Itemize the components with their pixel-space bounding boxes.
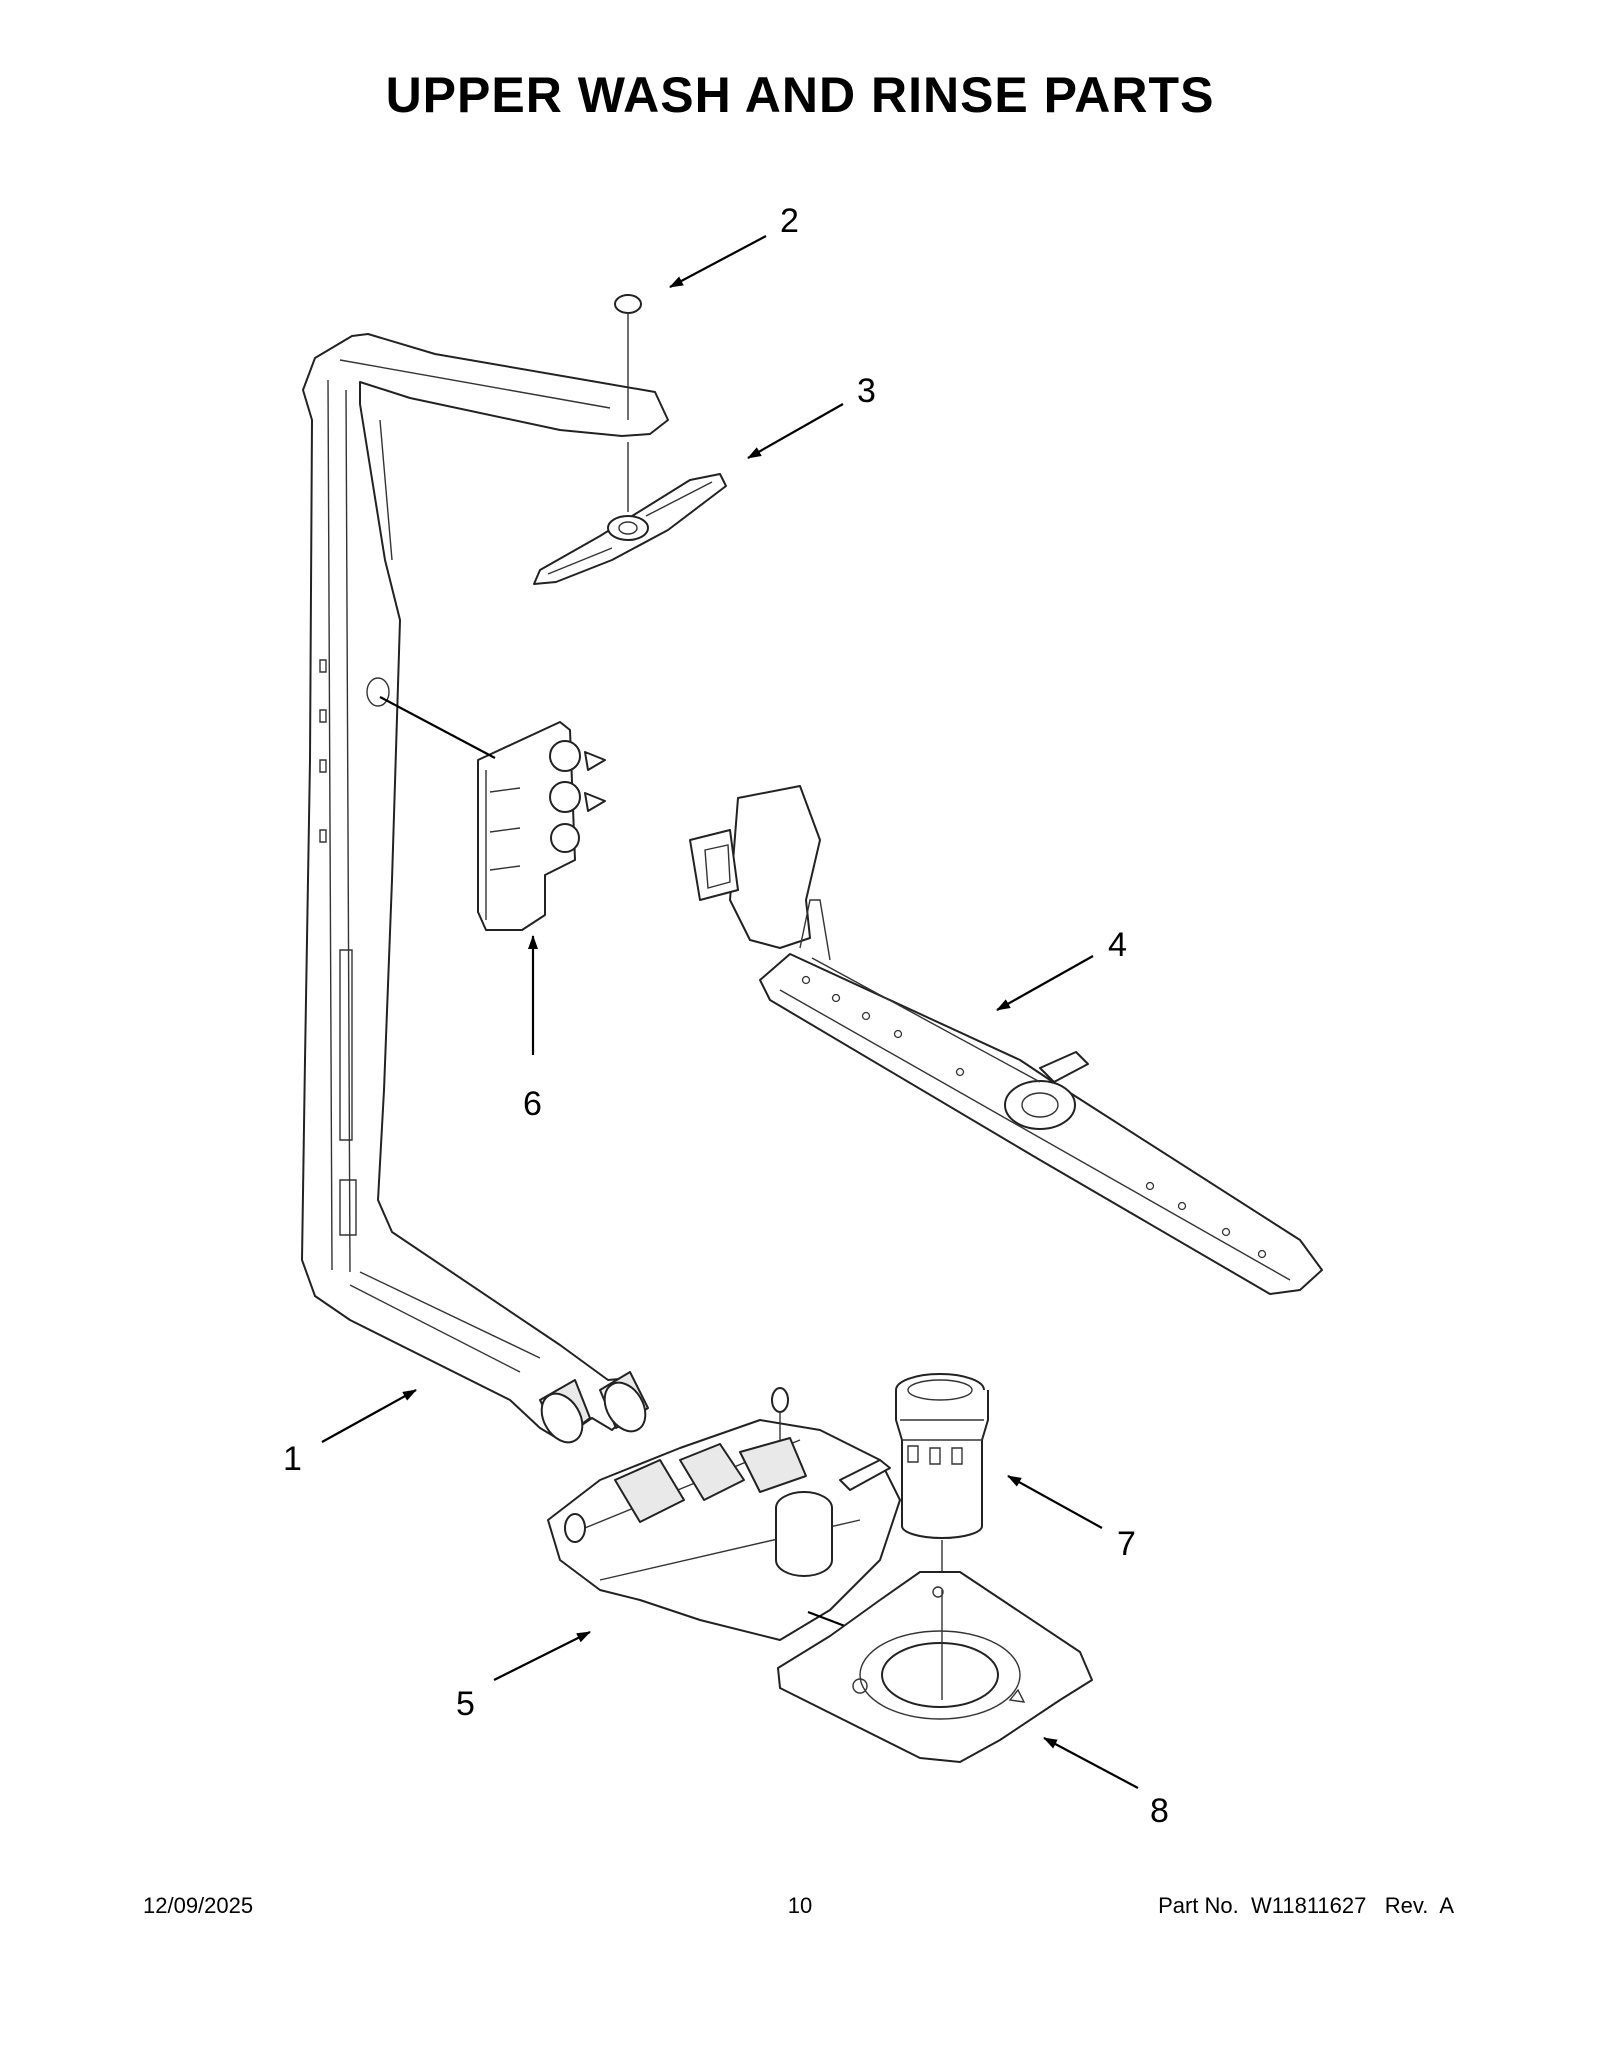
callout-5: 5: [456, 1685, 475, 1723]
callout-4: 4: [1108, 926, 1127, 964]
leader-arrow-7: [1007, 1475, 1103, 1529]
footer-page-number: 10: [787, 1893, 813, 1918]
filter-plate-part: [777, 1571, 1093, 1763]
supply-tube-part: [301, 333, 669, 1444]
spray-arm-holes: [801, 975, 1267, 1259]
callout-1: 1: [283, 1440, 302, 1478]
diverter-valve-part: [379, 696, 606, 931]
callout-7: 7: [1117, 1525, 1136, 1563]
upper-spray-arm-part: [533, 473, 727, 585]
callout-8: 8: [1150, 1792, 1169, 1830]
callout-2: 2: [780, 202, 799, 240]
leader-arrow-1: [321, 1389, 417, 1443]
callout-6: 6: [523, 1085, 542, 1123]
footer-date: 12/09/2025: [143, 1893, 254, 1918]
manifold-part: [547, 1387, 901, 1646]
tube-outlet-left: [539, 1379, 591, 1444]
page-title: UPPER WASH AND RINSE PARTS: [385, 67, 1215, 123]
lower-spray-arm-part: [689, 785, 1323, 1295]
leader-arrow-3: [747, 403, 844, 459]
leader-arrow-8: [1043, 1737, 1139, 1789]
filter-part: [895, 1373, 989, 1590]
spray-arm-screw-part: [614, 294, 642, 512]
leader-arrow-2: [669, 235, 767, 288]
footer-part-number: Part No. W11811627 Rev. A: [1158, 1893, 1454, 1918]
callout-3: 3: [857, 372, 876, 410]
tube-outlet-right: [599, 1371, 649, 1433]
leader-arrow-5: [493, 1631, 591, 1681]
leader-arrow-4: [996, 955, 1094, 1011]
